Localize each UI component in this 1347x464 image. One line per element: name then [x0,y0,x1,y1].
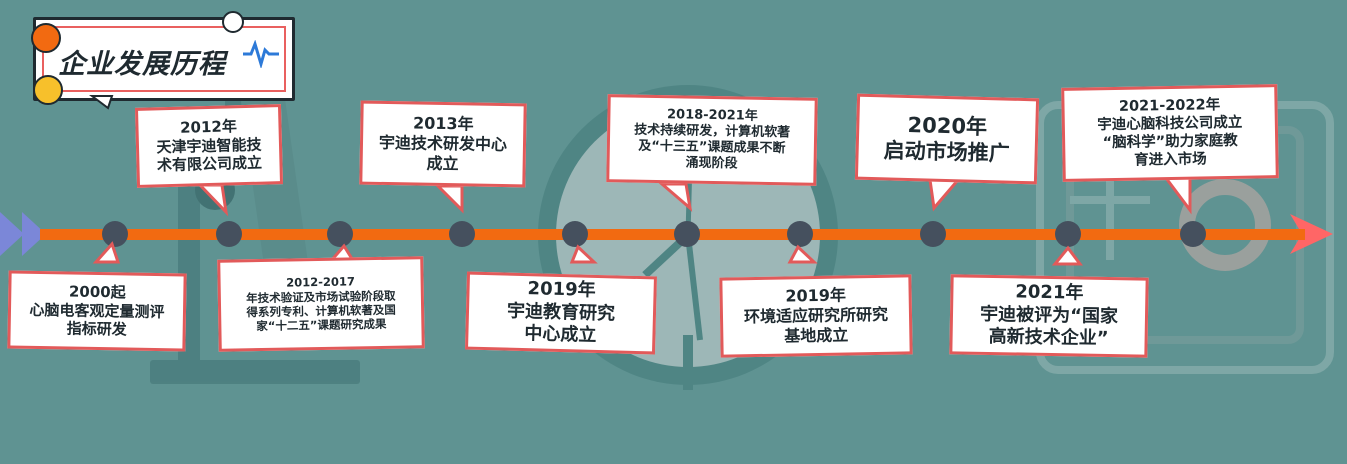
timeline-node [1180,221,1206,247]
arrow-end-icon [1290,214,1333,254]
event-year: 2013年 [412,113,474,134]
arrow-start-icon [0,212,46,256]
event-card-2012: 2012年 天津宇迪智能技 术有限公司成立 [134,104,284,188]
timeline-line [40,229,1305,240]
event-card-2020: 2020年 启动市场推广 [854,93,1040,185]
event-text: 心脑电客观定量测评 指标研发 [29,300,165,339]
event-text: 宇迪技术研发中心 成立 [378,132,508,174]
timeline-node [449,221,475,247]
event-year: 2019年 [785,285,847,306]
event-card-2012-2017: 2012-2017 年技术验证及市场试验阶段取 得系列专利、计算机软著及国 家“… [217,256,425,352]
timeline-node [327,221,353,247]
pulse-icon [243,40,279,68]
event-year: 2000起 [68,282,126,302]
event-year: 2020年 [907,112,988,139]
timeline-node [920,221,946,247]
event-text: 环境适应研究所研究 基地成立 [743,304,889,346]
event-year: 2019年 [527,278,596,302]
title-card: 企业发展历程 [33,17,295,101]
event-text: 天津宇迪智能技 术有限公司成立 [156,135,263,175]
page-title: 企业发展历程 [58,49,226,80]
timeline-node [1055,221,1081,247]
event-card-2021-2022: 2021-2022年 宇迪心脑科技公司成立 “脑科学”助力家庭教 育进入市场 [1061,84,1279,182]
timeline-node [674,221,700,247]
event-text: 宇迪被评为“国家 高新技术企业” [979,303,1119,350]
event-card-2021: 2021年 宇迪被评为“国家 高新技术企业” [949,274,1149,358]
event-card-2013: 2013年 宇迪技术研发中心 成立 [359,100,527,188]
title-decor [31,11,244,110]
event-text: 宇迪教育研究 中心成立 [506,300,616,347]
event-text: 宇迪心脑科技公司成立 “脑科学”助力家庭教 育进入市场 [1097,114,1243,169]
event-text: 年技术验证及市场试验阶段取 得系列专利、计算机软著及国 家“十二五”课题研究成果 [246,288,396,334]
event-text: 启动市场推广 [883,138,1010,166]
timeline-node [787,221,813,247]
event-card-2000: 2000起 心脑电客观定量测评 指标研发 [7,270,187,352]
timeline-node [102,221,128,247]
timeline-node [216,221,242,247]
event-card-2019-environment: 2019年 环境适应研究所研究 基地成立 [719,274,913,358]
event-year: 2021-2022年 [1118,96,1221,115]
timeline-node [562,221,588,247]
event-text: 技术持续研发，计算机软著 及“十三五”课题成果不断 涌现阶段 [634,122,791,172]
event-card-2018-2021: 2018-2021年 技术持续研发，计算机软著 及“十三五”课题成果不断 涌现阶… [606,94,818,186]
event-year: 2021年 [1015,281,1084,304]
event-card-2019-education: 2019年 宇迪教育研究 中心成立 [465,271,657,355]
